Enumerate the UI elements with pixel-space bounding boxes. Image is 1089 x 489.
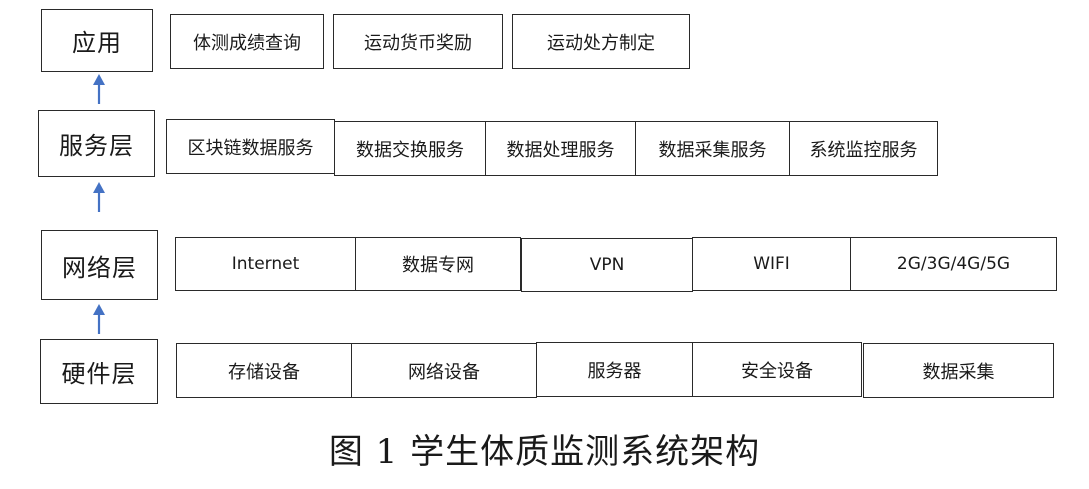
- service-item-processing: 数据处理服务: [485, 121, 636, 176]
- hardware-item-network-device: 网络设备: [351, 343, 537, 398]
- hardware-item-storage: 存储设备: [176, 343, 352, 398]
- layer-label-application: 应用: [41, 9, 153, 72]
- service-item-exchange: 数据交换服务: [334, 121, 486, 176]
- hardware-item-security-device: 安全设备: [692, 342, 862, 397]
- network-item-cellular: 2G/3G/4G/5G: [850, 237, 1057, 291]
- network-item-wifi: WIFI: [692, 237, 851, 291]
- app-item-exercise-prescription: 运动处方制定: [512, 14, 690, 69]
- hardware-item-data-collection: 数据采集: [863, 343, 1054, 398]
- layer-label-network: 网络层: [41, 230, 158, 300]
- up-arrow-icon: [93, 304, 105, 334]
- layer-label-service: 服务层: [38, 110, 155, 177]
- app-item-score-query: 体测成绩查询: [170, 14, 324, 69]
- up-arrow-icon: [93, 182, 105, 212]
- service-item-blockchain: 区块链数据服务: [166, 119, 335, 174]
- layer-label-hardware: 硬件层: [40, 339, 158, 404]
- hardware-item-server: 服务器: [536, 342, 693, 397]
- network-item-internet: Internet: [175, 237, 356, 291]
- service-item-monitoring: 系统监控服务: [789, 121, 938, 176]
- figure-caption: 图 1 学生体质监测系统架构: [328, 432, 761, 472]
- app-item-currency-reward: 运动货币奖励: [333, 14, 503, 69]
- network-item-private-network: 数据专网: [355, 237, 521, 291]
- up-arrow-icon: [93, 74, 105, 104]
- service-item-collection: 数据采集服务: [635, 121, 790, 176]
- network-item-vpn: VPN: [521, 238, 693, 292]
